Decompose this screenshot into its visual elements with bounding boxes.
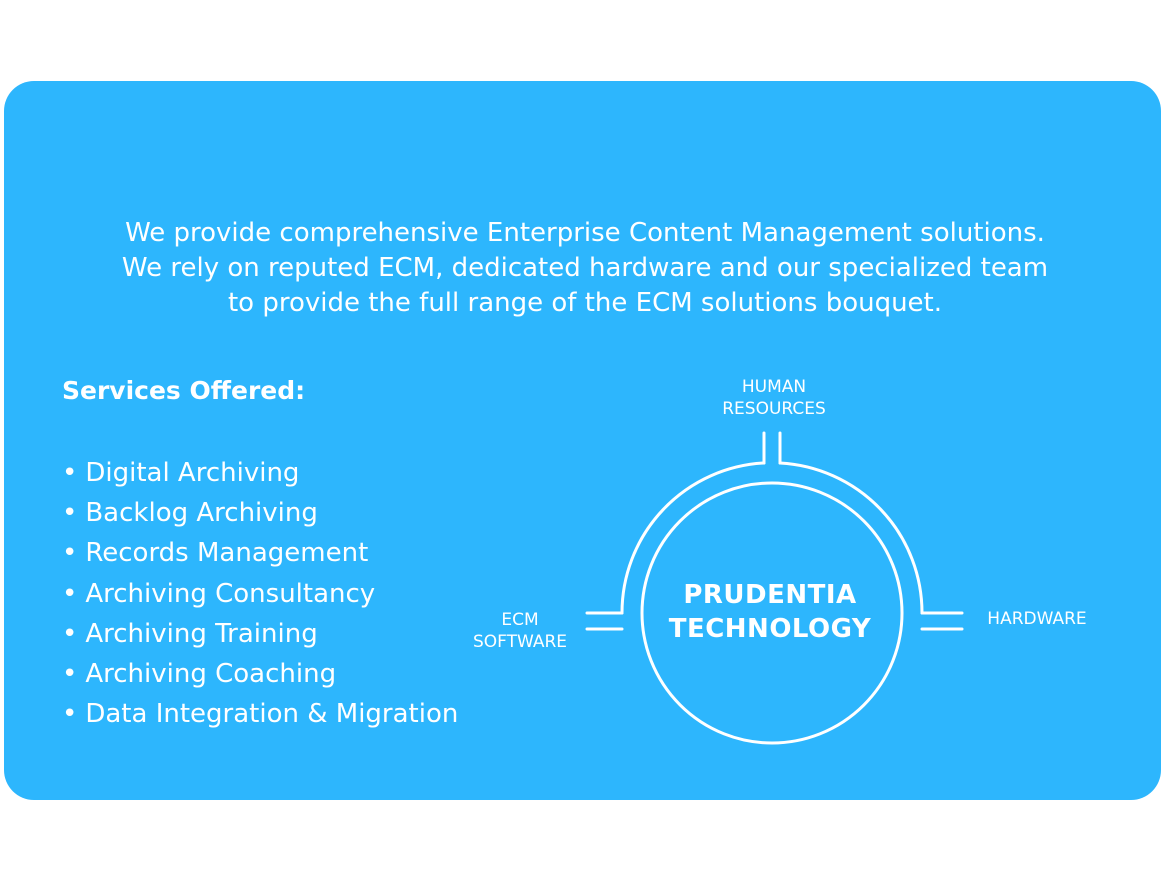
list-item: •Archiving Coaching: [62, 654, 458, 694]
list-item: •Archiving Consultancy: [62, 574, 458, 614]
service-label: Backlog Archiving: [85, 498, 318, 529]
label-ecm-software-line-1: ECM: [501, 610, 539, 630]
service-label: Records Management: [85, 538, 369, 569]
label-hardware-text: HARDWARE: [987, 609, 1087, 629]
outer-arc-right: [778, 461, 924, 615]
outer-arc-left: [620, 461, 766, 615]
services-title: Services Offered:: [62, 376, 306, 405]
bullet-icon: •: [62, 538, 78, 569]
intro-line-3: to provide the full range of the ECM sol…: [227, 288, 943, 318]
service-label: Archiving Training: [85, 618, 318, 649]
list-item: •Data Integration & Migration: [62, 694, 458, 734]
service-label: Digital Archiving: [85, 458, 300, 488]
service-label: Archiving Consultancy: [85, 578, 376, 609]
bullet-icon: •: [62, 458, 78, 488]
bullet-icon: •: [62, 618, 78, 649]
list-item: •Digital Archiving: [62, 453, 458, 493]
label-ecm-software: ECM SOFTWARE: [455, 609, 585, 653]
service-label: Data Integration & Migration: [85, 699, 459, 730]
bullet-icon: •: [62, 699, 78, 730]
bullet-icon: •: [62, 498, 78, 529]
services-list: •Digital Archiving •Backlog Archiving •R…: [62, 453, 458, 734]
bullet-icon: •: [62, 659, 78, 690]
intro-line-2: We rely on reputed ECM, dedicated hardwa…: [121, 253, 1049, 283]
center-circle: [640, 481, 904, 745]
label-human-resources-line-2: RESOURCES: [722, 399, 826, 419]
label-human-resources-line-1: HUMAN: [741, 377, 807, 397]
center-label-line-2: TECHNOLOGY: [668, 614, 872, 644]
center-label: PRUDENTIA TECHNOLOGY: [640, 578, 900, 646]
intro-text: We provide comprehensive Enterprise Cont…: [0, 216, 1170, 321]
label-hardware: HARDWARE: [972, 608, 1102, 630]
content-card: [4, 81, 1161, 800]
label-human-resources: HUMAN RESOURCES: [694, 376, 854, 420]
list-item: •Backlog Archiving: [62, 493, 458, 533]
service-label: Archiving Coaching: [85, 659, 337, 690]
list-item: •Archiving Training: [62, 614, 458, 654]
label-ecm-software-line-2: SOFTWARE: [472, 632, 568, 652]
bullet-icon: •: [62, 578, 78, 609]
intro-line-1: We provide comprehensive Enterprise Cont…: [125, 218, 1045, 248]
list-item: •Records Management: [62, 533, 458, 573]
center-label-line-1: PRUDENTIA: [683, 580, 857, 610]
